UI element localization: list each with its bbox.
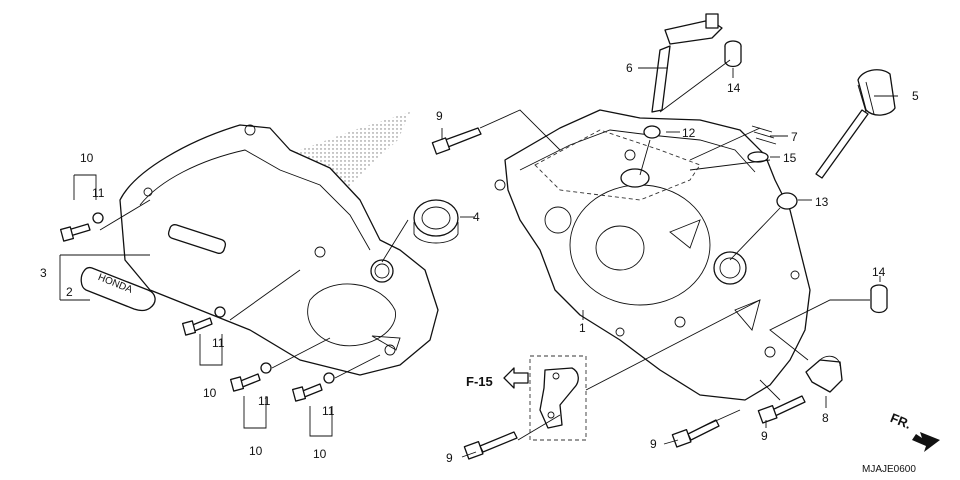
callout-9-top: 9	[436, 109, 443, 123]
callout-11-lower-b: 11	[322, 404, 335, 418]
callout-8: 8	[822, 411, 829, 425]
outer-cover	[119, 112, 439, 376]
bolt-9-bottom-left	[463, 431, 518, 460]
callout-13: 13	[815, 195, 829, 209]
callout-1: 1	[579, 321, 586, 335]
reference-label: F-15	[466, 374, 493, 389]
callout-7: 7	[791, 130, 798, 144]
callout-10-top-left: 10	[80, 151, 94, 165]
collar-14-top	[724, 40, 742, 68]
callout-5: 5	[912, 89, 919, 103]
callout-4: 4	[473, 210, 480, 224]
callout-12: 12	[682, 126, 696, 140]
callout-11-lower-a: 11	[258, 394, 271, 408]
clamp-8	[805, 355, 843, 393]
reference-arrow: F-15	[466, 367, 529, 389]
washer-15	[747, 151, 769, 163]
front-arrow: FR.	[888, 410, 940, 452]
callout-10-lower-a: 10	[249, 444, 263, 458]
collar-14-right	[870, 284, 888, 314]
callout-10-lower-b: 10	[313, 447, 327, 461]
callout-14-right: 14	[872, 265, 886, 279]
front-label: FR.	[888, 410, 913, 432]
bracket-group-box	[529, 355, 587, 441]
dipstick-5	[815, 69, 896, 179]
crankcase-cover	[494, 109, 811, 401]
callout-9-bottom-mid: 9	[650, 437, 657, 451]
callout-3: 3	[40, 266, 47, 280]
oring-13	[776, 192, 798, 210]
callout-14-top: 14	[727, 81, 741, 95]
spring-7	[751, 125, 777, 145]
callout-10-left-mid: 10	[203, 386, 217, 400]
bracket	[539, 367, 579, 429]
screw-10-left-mid	[181, 306, 226, 336]
seal-4	[413, 199, 459, 244]
leader-lines	[59, 59, 898, 458]
bolt-9-bottom-mid	[671, 419, 720, 448]
screw-10-lower-b	[291, 372, 335, 402]
callout-9-bottom-right: 9	[761, 429, 768, 443]
callout-15: 15	[783, 151, 797, 165]
bolt-9-bottom-right	[757, 395, 806, 424]
bolt-9-top	[431, 127, 482, 155]
callouts: 1 2 3 4 5 6 7 8 9 9 9 9 10 10 10 10 11 1…	[40, 61, 919, 465]
screw-10-lower-a	[229, 362, 272, 392]
oring-12	[643, 125, 661, 139]
callout-6: 6	[626, 61, 633, 75]
callout-11-left-mid: 11	[212, 336, 225, 350]
diagram-code: MJAJE0600	[862, 464, 916, 475]
rod-6	[651, 13, 723, 113]
callout-11-top-left: 11	[92, 186, 105, 200]
callout-9-bottom-left: 9	[446, 451, 453, 465]
screw-10-top-left	[59, 212, 104, 242]
callout-2: 2	[66, 285, 73, 299]
